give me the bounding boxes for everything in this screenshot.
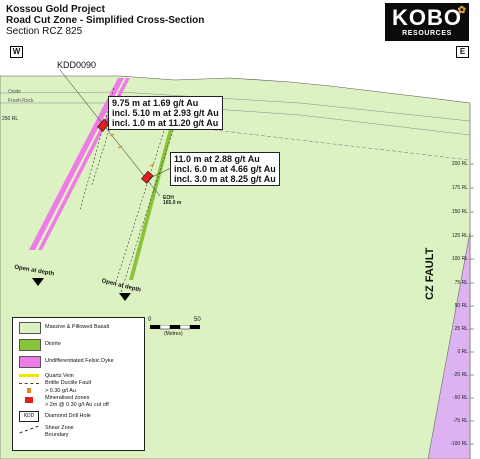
rl-label: 25 RL (454, 326, 468, 332)
mineralised-zone-2 (141, 170, 154, 184)
open-arrow-2 (119, 293, 131, 301)
rl-label: 150 RL (451, 209, 468, 215)
section-number: Section RCZ 825 (6, 26, 83, 37)
rl-label: 0 RL (457, 349, 468, 355)
rl-label: -50 RL (452, 395, 468, 401)
drill-hole-trace (59, 69, 161, 197)
logo-main: KOBO (392, 5, 462, 30)
mineralised-swatch (25, 397, 33, 403)
eoh-text: EOH (163, 195, 174, 201)
rl-label: -25 RL (452, 372, 468, 378)
dyke-swatch (19, 356, 41, 368)
legend-fault-text: Brittle Ductile Fault (45, 380, 92, 386)
legend: Massive & Pillowed Basalt Diorite Undiff… (12, 317, 145, 451)
rl-label: -75 RL (452, 418, 468, 424)
leaf-icon: ✿ (457, 5, 466, 16)
scale-zero: 0 (148, 317, 152, 323)
rl-ticks (470, 163, 474, 445)
basalt-swatch (19, 322, 41, 334)
rl-label: 125 RL (451, 233, 468, 239)
legend-shear-text-2: Boundary (45, 432, 69, 438)
legend-basalt-text: Massive & Pillowed Basalt (45, 324, 110, 330)
project-title: Kossou Gold Project (6, 4, 105, 15)
mineralised-zone-1 (97, 118, 110, 132)
fault-swatch (19, 383, 39, 384)
legend-hole-text: Diamond Drill Hole (45, 413, 91, 419)
west-marker: W (10, 46, 23, 58)
fresh-rock-label: Fresh Rock (8, 98, 34, 104)
legend-mineralised-text: Mineralised zones (45, 395, 90, 401)
callout-line: incl. 6.0 m at 4.66 g/t Au (174, 164, 276, 174)
logo-sub: RESOURCES (402, 30, 452, 37)
assay-callout-2: 11.0 m at 2.88 g/t Au incl. 6.0 m at 4.6… (170, 152, 280, 186)
callout-leader-2 (149, 167, 172, 179)
diorite-swatch (19, 339, 41, 351)
rl-label: 50 RL (454, 303, 468, 309)
rl-label: -100 RL (450, 441, 468, 447)
kdd-swatch: KDD (19, 411, 39, 422)
cz-fault-label: CZ FAULT (424, 247, 436, 300)
au-swatch (27, 388, 31, 393)
callout-line: 11.0 m at 2.88 g/t Au (174, 154, 260, 164)
callout-line: incl. 3.0 m at 8.25 g/t Au (174, 174, 276, 184)
callout-line: incl. 5.10 m at 2.93 g/t Au (112, 108, 219, 118)
legend-dyke-text: Undifferentiated Felsic Dyke (45, 358, 114, 364)
scale-fifty: 50 (194, 317, 201, 323)
scale-units: (Metres) (164, 331, 183, 337)
east-marker: E (456, 46, 469, 58)
diorite-dyke (129, 110, 178, 280)
shear-swatch (19, 425, 39, 434)
cz-fault-zone (427, 231, 471, 459)
rl-label: 175 RL (451, 185, 468, 191)
callout-line: incl. 1.0 m at 11.20 g/t Au (112, 118, 219, 128)
legend-quartz-text: Quartz Vein (45, 373, 74, 379)
drill-hole-label: KDD0090 (57, 60, 97, 70)
scale-graphic (150, 325, 200, 330)
open-arrow-1 (32, 278, 44, 286)
rl-250: 250 RL (2, 116, 19, 122)
rl-label: 100 RL (451, 256, 468, 262)
eoh-depth: 165.0 m (163, 200, 182, 206)
legend-shear-text: Shear Zone (45, 425, 74, 431)
assay-callout-1: 9.75 m at 1.69 g/t Au incl. 5.10 m at 2.… (108, 96, 223, 130)
eoh-label: EOH 165.0 m (163, 196, 181, 206)
legend-mineralised-text-2: > 2m @ 0.30 g/t Au cut off (45, 402, 109, 408)
au-assay-ticks (109, 133, 155, 167)
legend-diorite-text: Diorite (45, 341, 61, 347)
legend-au-text: > 0.30 g/t Au (45, 388, 77, 394)
oxide-label: Oxide (8, 89, 22, 95)
quartz-swatch (19, 374, 39, 377)
callout-line: 9.75 m at 1.69 g/t Au (112, 98, 199, 108)
section-subtitle: Road Cut Zone - Simplified Cross-Section (6, 15, 205, 26)
rl-label: 75 RL (454, 280, 468, 286)
rl-label: 200 RL (451, 161, 468, 167)
title-block: Kossou Gold Project Road Cut Zone - Simp… (6, 4, 204, 37)
kobo-logo: ✿ KOBO RESOURCES (385, 3, 469, 41)
